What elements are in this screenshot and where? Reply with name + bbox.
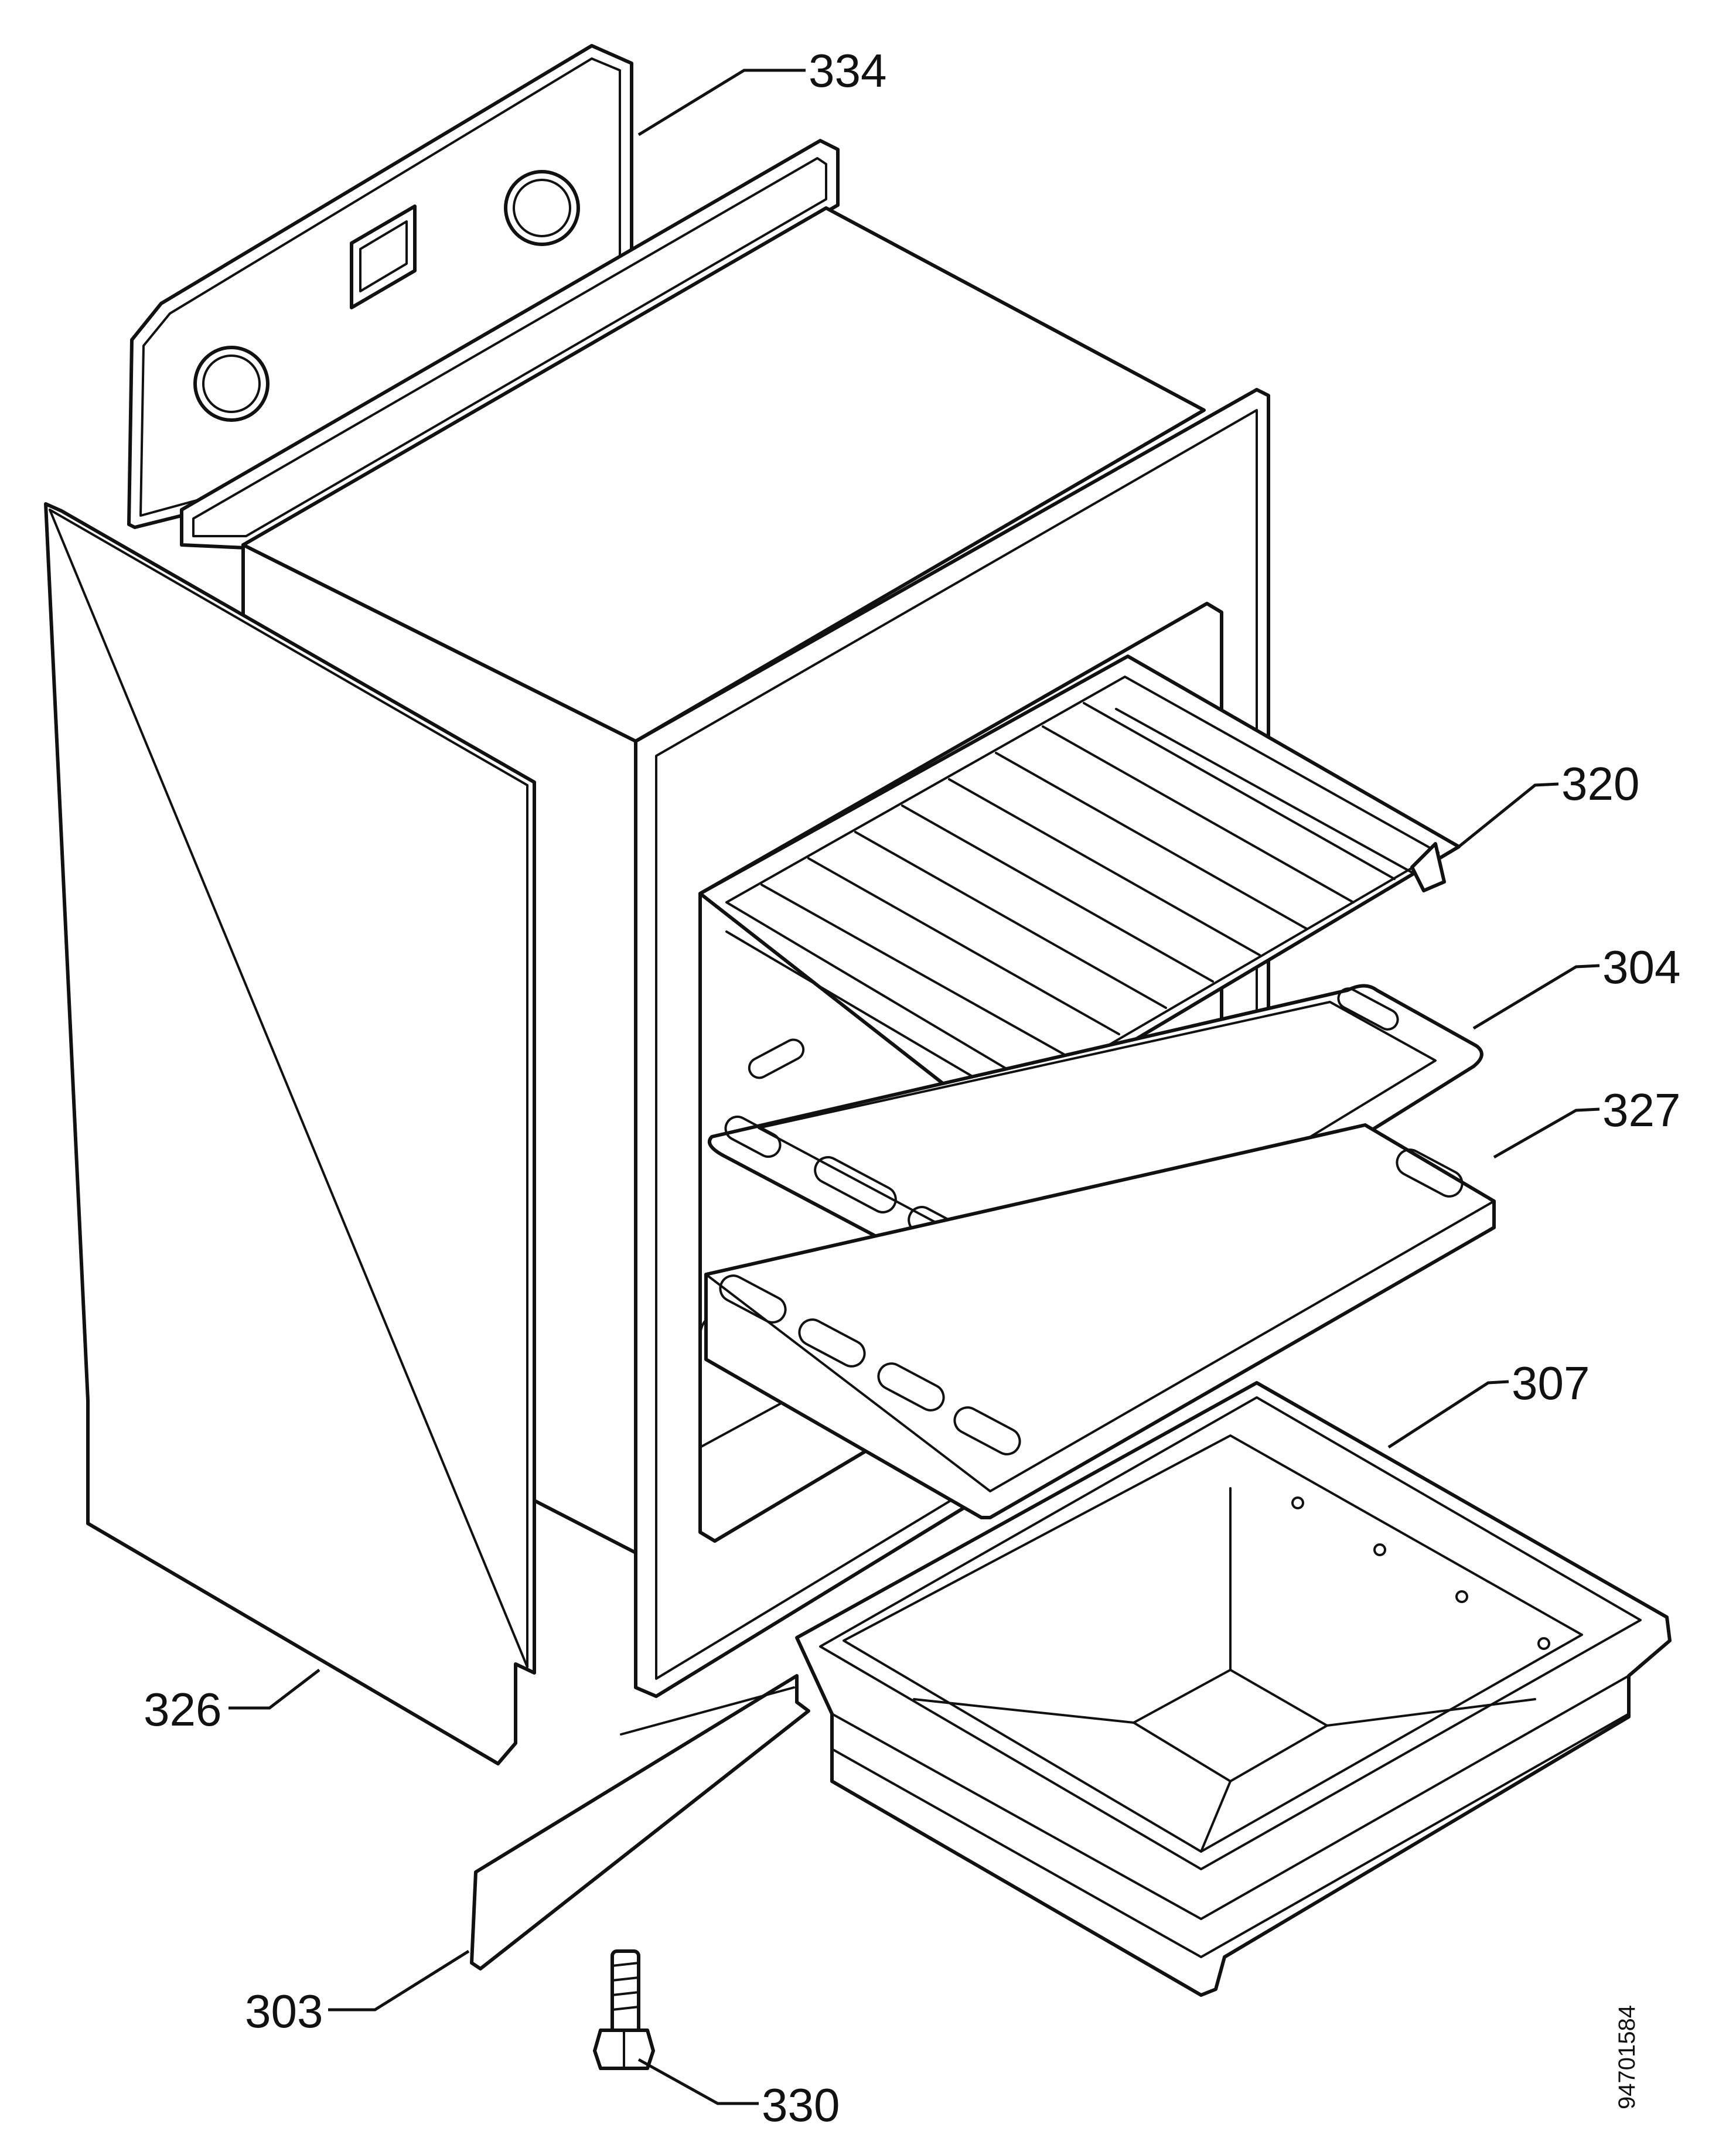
document-number: 94701584 [1614, 2005, 1640, 2109]
callout-320: 320 [1561, 758, 1639, 810]
screw-330 [593, 1949, 655, 2070]
callout-303: 303 [245, 1985, 323, 2037]
deep-pan-307 [795, 1381, 1672, 1997]
callout-330: 330 [762, 2079, 840, 2131]
trim-strip-303 [470, 1674, 810, 1970]
callout-327: 327 [1602, 1084, 1680, 1136]
flat-tray-327 [704, 1123, 1496, 1519]
callout-326: 326 [144, 1683, 221, 1736]
side-panel-326 [44, 502, 536, 1765]
wire-shelf-320 [698, 654, 1461, 1127]
back-panel-334 [127, 44, 633, 529]
leader-lines [228, 69, 1600, 2105]
callout-307: 307 [1512, 1357, 1590, 1409]
callout-334: 334 [809, 45, 886, 97]
callout-304: 304 [1602, 941, 1680, 993]
